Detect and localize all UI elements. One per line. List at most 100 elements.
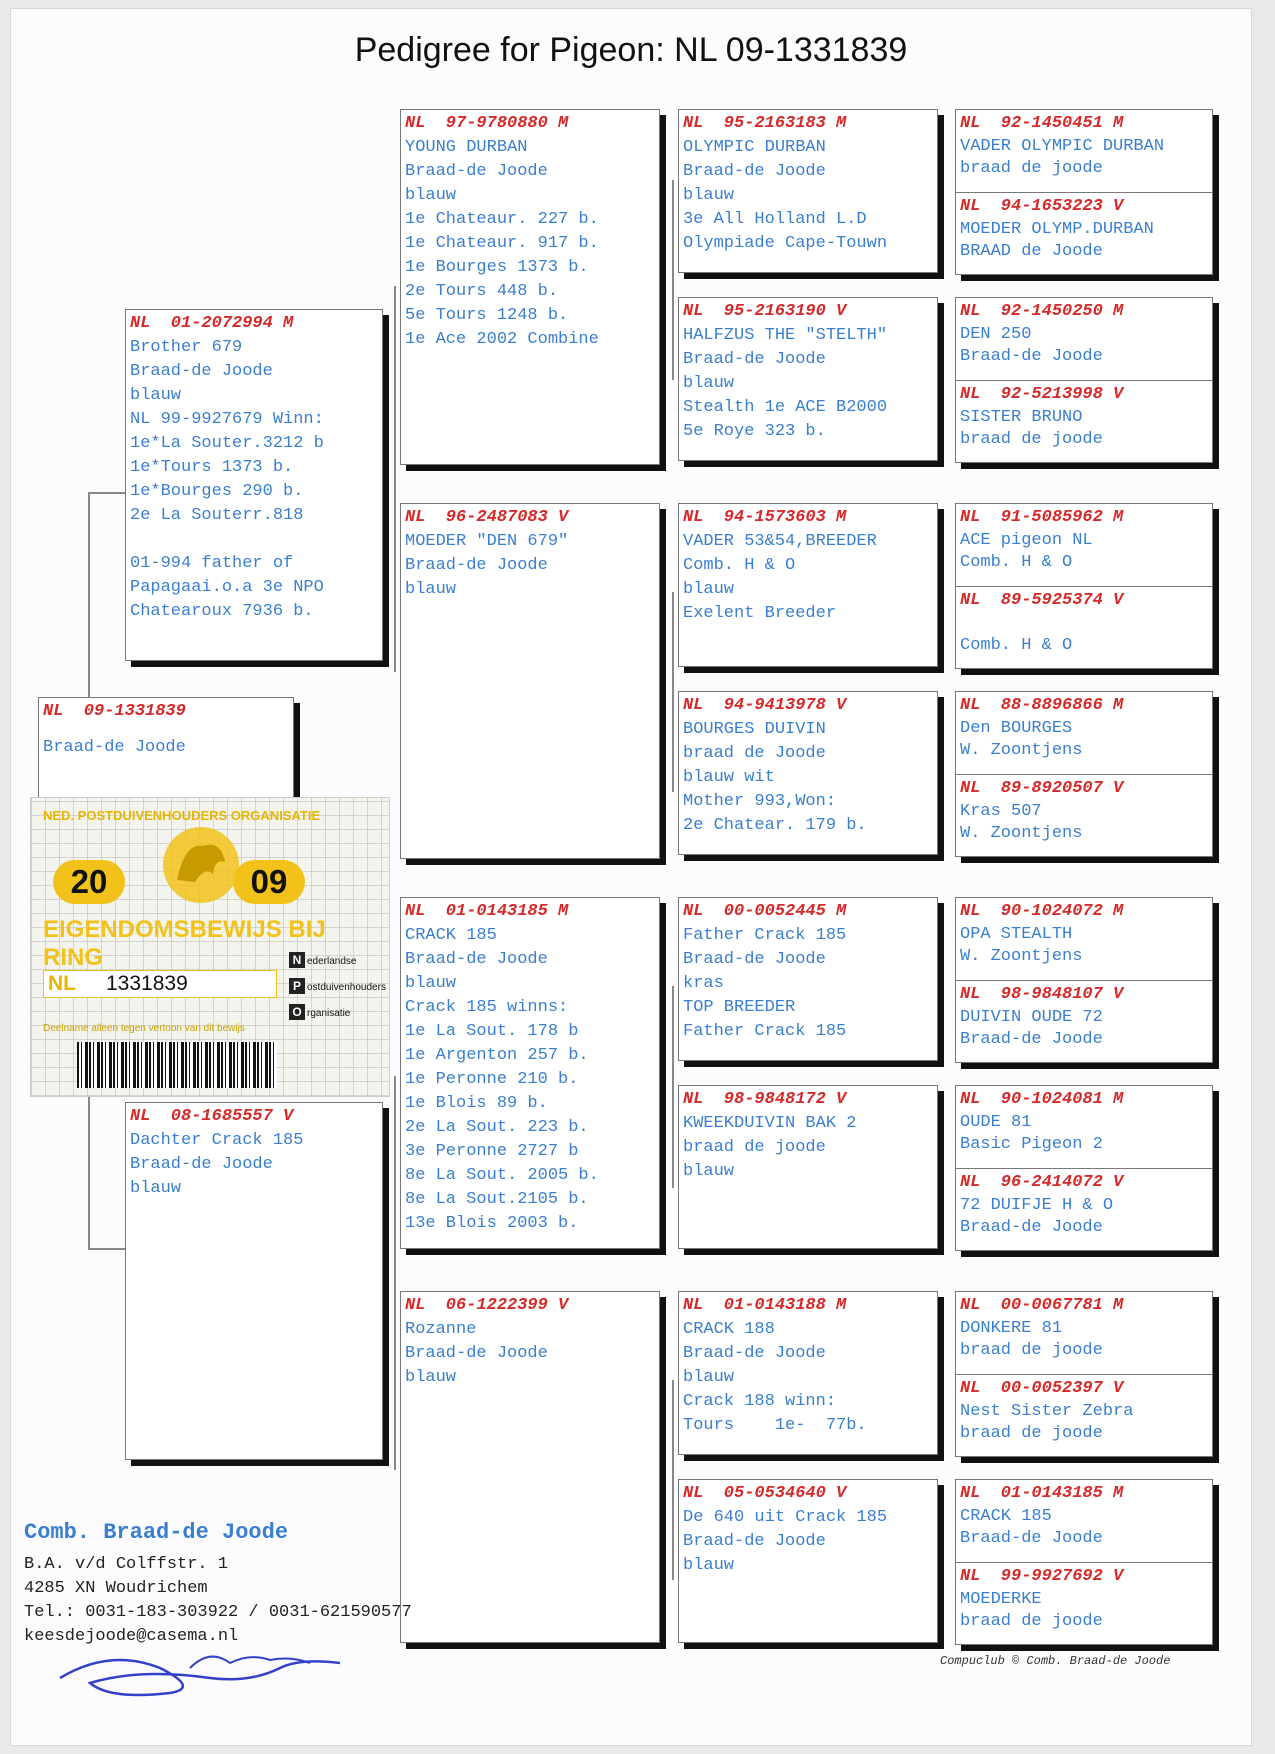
card-year-left: 20 (53, 860, 125, 904)
pigeon-details: Comb. H & O (960, 636, 1073, 655)
pigeon-details: 72 DUIFJE H & O Braad-de Joode (960, 1196, 1114, 1237)
pedigree-box-gen4: NL 92-1450451 M VADER OLYMPIC DURBAN bra… (956, 110, 1212, 180)
connector-line (672, 1380, 674, 1580)
ring-number: NL 01-0143185 M (405, 902, 569, 921)
card-year-right: 09 (233, 860, 305, 904)
connector-line (672, 180, 674, 380)
ring-number: NL 94-1573603 M (683, 508, 847, 527)
pedigree-box-gen4-pair: NL 91-5085962 M ACE pigeon NL Comb. H & … (955, 503, 1213, 669)
ring-number: NL 09-1331839 (43, 702, 186, 721)
connector-line (88, 492, 126, 494)
connector-line (394, 286, 396, 672)
ring-number: NL 89-5925374 V (960, 591, 1124, 610)
page-title: Pedigree for Pigeon: NL 09-1331839 (354, 31, 908, 69)
software-credit: Compuclub © Comb. Braad-de Joode (940, 1654, 1171, 1668)
ring-number: NL 94-1653223 V (960, 197, 1124, 216)
pigeon-details: Kras 507 W. Zoontjens (960, 802, 1083, 843)
pigeon-details: OLYMPIC DURBAN Braad-de Joode blauw 3e A… (683, 138, 888, 253)
ring-number: NL 01-0143185 M (960, 1484, 1124, 1503)
ring-number: NL 94-9413978 V (683, 696, 847, 715)
dam-box: NL 08-1685557 V Dachter Crack 185 Braad-… (125, 1102, 383, 1460)
pigeon-details: Brother 679 Braad-de Joode blauw NL 99-9… (130, 338, 324, 621)
ring-ownership-card: NED. POSTDUIVENHOUDERS ORGANISATIE 20 09… (30, 797, 390, 1097)
pigeon-details: OUDE 81 Basic Pigeon 2 (960, 1113, 1103, 1154)
ring-number: NL 98-9848172 V (683, 1090, 847, 1109)
pigeon-details: DONKERE 81 braad de joode (960, 1319, 1103, 1360)
pigeon-details: CRACK 185 Braad-de Joode (960, 1507, 1103, 1548)
pigeon-details: KWEEKDUIVIN BAK 2 braad de joode blauw (683, 1114, 857, 1181)
pedigree-box-gen3: NL 94-9413978 V BOURGES DUIVIN braad de … (678, 691, 938, 855)
pedigree-box-gen4: NL 92-5213998 V SISTER BRUNO braad de jo… (956, 380, 1212, 451)
breeder-address: B.A. v/d Colffstr. 1 (24, 1555, 229, 1574)
pigeon-details: CRACK 188 Braad-de Joode blauw Crack 188… (683, 1320, 867, 1435)
pigeon-details: VADER 53&54,BREEDER Comb. H & O blauw Ex… (683, 532, 877, 623)
ring-number: NL 92-5213998 V (960, 385, 1124, 404)
pedigree-box-gen4-pair: NL 90-1024081 M OUDE 81 Basic Pigeon 2 N… (955, 1085, 1213, 1251)
pedigree-box-gen4-pair: NL 88-8896866 M Den BOURGES W. Zoontjens… (955, 691, 1213, 857)
pigeon-details: Den BOURGES W. Zoontjens (960, 719, 1083, 760)
pigeon-details: MOEDERKE braad de joode (960, 1590, 1103, 1631)
sire-box: NL 01-2072994 M Brother 679 Braad-de Joo… (125, 309, 383, 661)
connector-line (88, 492, 90, 704)
pedigree-box-gen3: NL 98-9848172 V KWEEKDUIVIN BAK 2 braad … (678, 1085, 938, 1249)
pedigree-box-gen4: NL 94-1653223 V MOEDER OLYMP.DURBAN BRAA… (956, 192, 1212, 263)
ring-number: NL 96-2487083 V (405, 508, 569, 527)
connector-line (672, 986, 674, 1188)
pigeon-details: Dachter Crack 185 Braad-de Joode blauw (130, 1131, 304, 1198)
ring-number: NL 92-1450250 M (960, 302, 1124, 321)
pedigree-box-gen4-pair: NL 92-1450250 M DEN 250 Braad-de Joode N… (955, 297, 1213, 463)
pigeon-details: CRACK 185 Braad-de Joode blauw Crack 185… (405, 926, 599, 1233)
pedigree-box-gen4-pair: NL 00-0067781 M DONKERE 81 braad de jood… (955, 1291, 1213, 1457)
pedigree-box-gen2: NL 97-9780880 M YOUNG DURBAN Braad-de Jo… (400, 109, 660, 465)
pedigree-box-gen4-pair: NL 90-1024072 M OPA STEALTH W. Zoontjens… (955, 897, 1213, 1063)
pigeon-details: SISTER BRUNO braad de joode (960, 408, 1103, 449)
ring-number: NL 98-9848107 V (960, 985, 1124, 1004)
subject-box: NL 09-1331839 Braad-de Joode (38, 697, 294, 799)
pedigree-box-gen4: NL 96-2414072 V 72 DUIFJE H & O Braad-de… (956, 1168, 1212, 1239)
connector-line (88, 1088, 90, 1248)
pigeon-details: BOURGES DUIVIN braad de Joode blauw wit … (683, 720, 867, 835)
pigeon-details: OPA STEALTH W. Zoontjens (960, 925, 1083, 966)
pigeon-details: MOEDER OLYMP.DURBAN BRAAD de Joode (960, 220, 1154, 261)
pedigree-box-gen4-pair: NL 01-0143185 M CRACK 185 Braad-de Joode… (955, 1479, 1213, 1645)
breeder-address: 4285 XN Woudrichem (24, 1579, 208, 1598)
pedigree-box-gen3: NL 95-2163183 M OLYMPIC DURBAN Braad-de … (678, 109, 938, 273)
pedigree-box-gen4: NL 90-1024072 M OPA STEALTH W. Zoontjens (956, 898, 1212, 968)
pedigree-box-gen4: NL 98-9848107 V DUIVIN OUDE 72 Braad-de … (956, 980, 1212, 1051)
pigeon-details: DEN 250 Braad-de Joode (960, 325, 1103, 366)
pedigree-box-gen4: NL 00-0067781 M DONKERE 81 braad de jood… (956, 1292, 1212, 1362)
pedigree-box-gen4: NL 90-1024081 M OUDE 81 Basic Pigeon 2 (956, 1086, 1212, 1156)
pedigree-box-gen4: NL 01-0143185 M CRACK 185 Braad-de Joode (956, 1480, 1212, 1550)
pigeon-details: VADER OLYMPIC DURBAN braad de joode (960, 137, 1165, 178)
connector-line (672, 592, 674, 792)
pedigree-box-gen4-pair: NL 92-1450451 M VADER OLYMPIC DURBAN bra… (955, 109, 1213, 275)
pigeon-details: Rozanne Braad-de Joode blauw (405, 1320, 548, 1387)
pigeon-details: YOUNG DURBAN Braad-de Joode blauw 1e Cha… (405, 138, 599, 349)
pedigree-box-gen4: NL 00-0052397 V Nest Sister Zebra braad … (956, 1374, 1212, 1445)
pigeon-details: Braad-de Joode (43, 738, 186, 757)
ring-number: NL 96-2414072 V (960, 1173, 1124, 1192)
pigeon-details: ACE pigeon NL Comb. H & O (960, 531, 1093, 572)
pedigree-box-gen3: NL 01-0143188 M CRACK 188 Braad-de Joode… (678, 1291, 938, 1455)
pigeon-details: DUIVIN OUDE 72 Braad-de Joode (960, 1008, 1103, 1049)
pedigree-box-gen2: NL 01-0143185 M CRACK 185 Braad-de Joode… (400, 897, 660, 1249)
pedigree-box-gen3: NL 00-0052445 M Father Crack 185 Braad-d… (678, 897, 938, 1061)
ring-number: NL 00-0052397 V (960, 1379, 1124, 1398)
ring-number: NL 01-0143188 M (683, 1296, 847, 1315)
lion-emblem-icon (163, 827, 239, 903)
pigeon-details: HALFZUS THE "STELTH" Braad-de Joode blau… (683, 326, 888, 441)
barcode-icon (77, 1042, 277, 1088)
signature-icon (59, 1655, 341, 1697)
pedigree-box-gen4: NL 89-8920507 V Kras 507 W. Zoontjens (956, 774, 1212, 845)
ring-number: NL 06-1222399 V (405, 1296, 569, 1315)
pigeon-details: De 640 uit Crack 185 Braad-de Joode blau… (683, 1508, 888, 1575)
connector-line (394, 1076, 396, 1470)
pedigree-box-gen4: NL 92-1450250 M DEN 250 Braad-de Joode (956, 298, 1212, 368)
card-note: Deelname alleen tegen vertoon van dit be… (43, 1023, 245, 1034)
pedigree-box-gen4: NL 99-9927692 V MOEDERKE braad de joode (956, 1562, 1212, 1633)
ring-country: NL (48, 972, 76, 995)
ring-number: NL 90-1024081 M (960, 1090, 1124, 1109)
